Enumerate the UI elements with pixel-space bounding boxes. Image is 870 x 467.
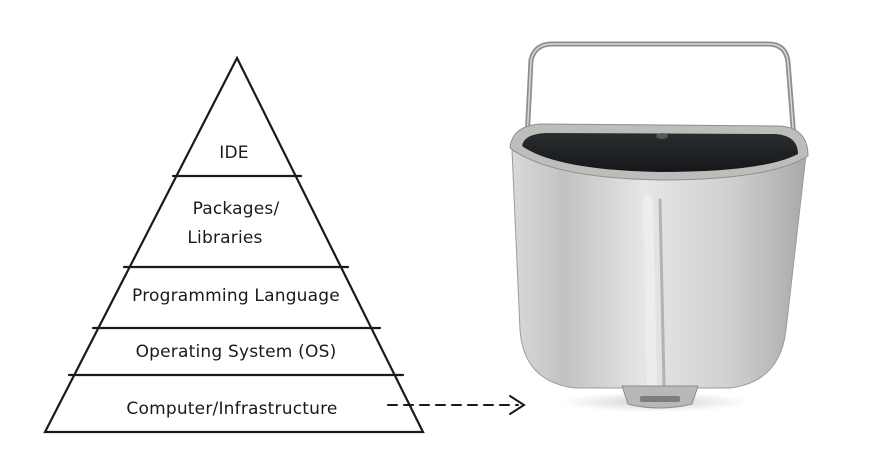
layer-label-ide: IDE — [219, 143, 248, 163]
pan-interior — [522, 133, 798, 172]
layer-label-language: Programming Language — [132, 286, 340, 306]
pyramid-outline — [43, 55, 425, 434]
pyramid — [43, 55, 425, 434]
bread-pan-image — [509, 41, 809, 412]
layer-label-infrastructure: Computer/Infrastructure — [126, 399, 337, 419]
layer-label-os: Operating System (OS) — [136, 342, 337, 362]
layer-label-packages: Packages/ — [193, 199, 280, 219]
arrowhead-icon — [509, 395, 526, 415]
layer-label-libraries: Libraries — [187, 228, 262, 248]
dashed-arrow — [387, 395, 526, 415]
pyramid-labels: IDE Packages/ Libraries Programming Lang… — [126, 143, 340, 419]
pan-body — [511, 149, 807, 389]
